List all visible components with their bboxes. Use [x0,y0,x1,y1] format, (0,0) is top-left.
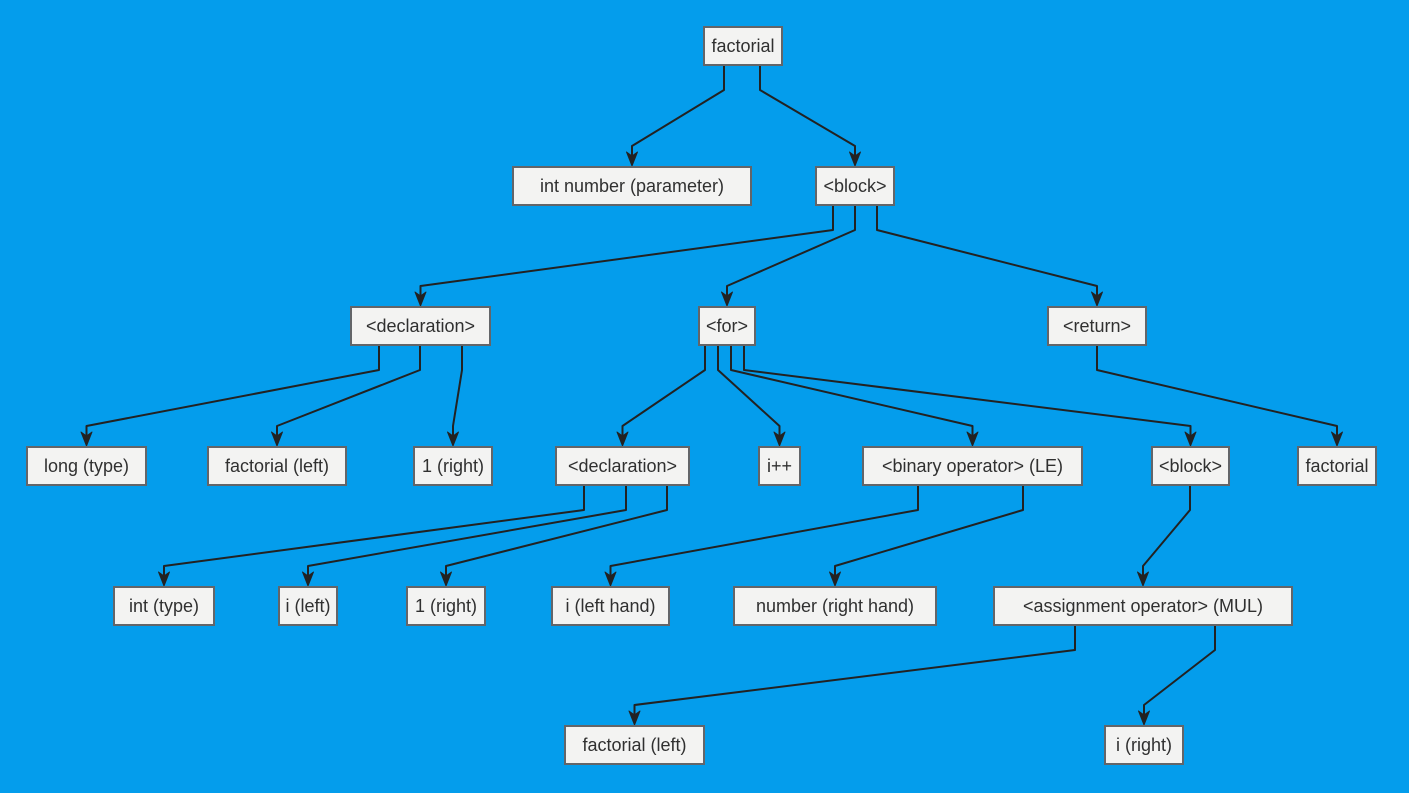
ast-node-i-right: i (right) [1104,725,1184,765]
ast-node-return-node: <return> [1047,306,1147,346]
edge-assignment-operator-mul-to-factorial-left-2 [633,626,1076,716]
ast-node-number-right-hand: number (right hand) [733,586,937,626]
edge-declaration-2-to-one-right-2 [445,486,668,577]
ast-node-binary-operator-le: <binary operator> (LE) [862,446,1083,486]
arrowhead-icon [616,431,629,447]
arrowhead-icon [302,571,314,587]
ast-node-declaration-1: <declaration> [350,306,491,346]
ast-node-block-2: <block> [1151,446,1230,486]
ast-node-i-left-hand: i (left hand) [551,586,670,626]
edge-declaration-1-to-long-type [85,346,380,437]
arrowhead-icon [80,431,93,447]
edge-binary-operator-le-to-number-right-hand [834,486,1024,577]
ast-node-factorial-left-1: factorial (left) [207,446,347,486]
edge-declaration-1-to-factorial-left-1 [276,346,421,437]
ast-node-int-type: int (type) [113,586,215,626]
arrowhead-icon [829,571,841,587]
ast-node-long-type: long (type) [26,446,147,486]
edge-for-node-to-i-plus-plus [717,346,781,437]
arrowhead-icon [1184,431,1197,447]
arrowhead-icon [447,431,459,447]
ast-node-factorial-root: factorial [703,26,783,66]
edge-block-1-to-declaration-1 [419,206,834,297]
edge-factorial-root-to-block-1 [759,66,856,157]
ast-node-block-1: <block> [815,166,895,206]
ast-node-for-node: <for> [698,306,756,346]
arrowhead-icon [1091,291,1103,307]
arrowhead-icon [966,431,979,447]
arrowhead-icon [158,571,170,587]
arrowhead-icon [721,291,733,307]
edge-block-2-to-assignment-operator-mul [1142,486,1191,577]
edge-declaration-2-to-i-left [307,486,627,577]
arrowhead-icon [604,571,617,587]
arrowhead-icon [1138,710,1150,726]
arrowhead-icon [1331,431,1343,447]
ast-node-one-right-1: 1 (right) [413,446,493,486]
edge-for-node-to-binary-operator-le [730,346,974,437]
ast-node-i-plus-plus: i++ [758,446,801,486]
edge-for-node-to-declaration-2 [621,346,706,437]
edge-return-node-to-factorial-call [1096,346,1338,437]
edge-block-1-to-return-node [876,206,1098,297]
arrowhead-icon [1137,571,1149,587]
ast-node-assignment-operator-mul: <assignment operator> (MUL) [993,586,1293,626]
arrowhead-icon [626,151,638,167]
ast-node-i-left: i (left) [278,586,338,626]
ast-node-param-int-number: int number (parameter) [512,166,752,206]
edge-assignment-operator-mul-to-i-right [1143,626,1216,716]
ast-node-declaration-2: <declaration> [555,446,690,486]
edge-for-node-to-block-2 [743,346,1192,437]
arrowhead-icon [271,431,283,447]
edge-binary-operator-le-to-i-left-hand [609,486,919,577]
arrowhead-icon [628,710,641,726]
arrowhead-icon [773,431,786,447]
arrowhead-icon [849,151,861,167]
edge-declaration-1-to-one-right-1 [452,346,463,437]
arrowhead-icon [440,571,452,587]
ast-node-one-right-2: 1 (right) [406,586,486,626]
edge-declaration-2-to-int-type [163,486,585,577]
ast-node-factorial-left-2: factorial (left) [564,725,705,765]
ast-node-factorial-call: factorial [1297,446,1377,486]
arrowhead-icon [414,291,427,307]
edge-block-1-to-for-node [726,206,856,297]
edge-factorial-root-to-param-int-number [631,66,725,157]
